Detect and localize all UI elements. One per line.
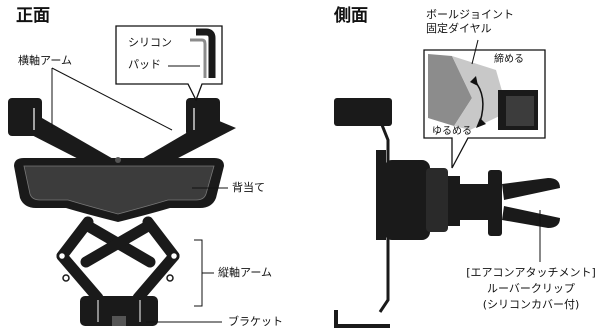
- tighten-label: 締める: [494, 54, 524, 65]
- side-view: [334, 39, 560, 328]
- silicon-pad-label-line1: シリコン: [128, 36, 172, 49]
- bracket: [80, 296, 158, 326]
- arm-pivots: [57, 251, 179, 282]
- side-view-heading: 側面: [334, 6, 368, 26]
- aircon-label-line1: [エアコンアタッチメント]: [466, 266, 596, 279]
- ball-joint-label-line1: ボールジョイント: [426, 8, 514, 21]
- back-rest: [14, 157, 224, 222]
- dial-zoom-callout: [423, 49, 546, 169]
- louver-clip: [488, 170, 560, 236]
- loosen-label: ゆるめる: [432, 126, 472, 137]
- bracket-label: ブラケット: [228, 315, 283, 328]
- ball-joint: [384, 160, 488, 240]
- aircon-label-line3: (シリコンカバー付): [482, 298, 580, 311]
- silicon-pad-callout: [115, 25, 223, 102]
- front-leaders: [51, 67, 228, 323]
- left-grip: [8, 98, 42, 136]
- right-grip: [186, 98, 220, 136]
- horizontal-arms: [8, 98, 236, 170]
- front-view: [8, 25, 236, 326]
- silicon-pad-label-line2: パッド: [128, 58, 161, 71]
- holder-profile: [334, 98, 392, 328]
- side-leaders: [471, 39, 541, 262]
- vertical-arms: [56, 216, 180, 304]
- vertical-arm-label: 縦軸アーム: [218, 266, 273, 279]
- front-view-heading: 正面: [16, 6, 50, 26]
- back-rest-label: 背当て: [232, 181, 265, 194]
- aircon-label-line2: ルーバークリップ: [487, 282, 575, 295]
- ball-joint-label-line2: 固定ダイヤル: [426, 22, 492, 35]
- horizontal-arm-label: 横軸アーム: [18, 54, 73, 67]
